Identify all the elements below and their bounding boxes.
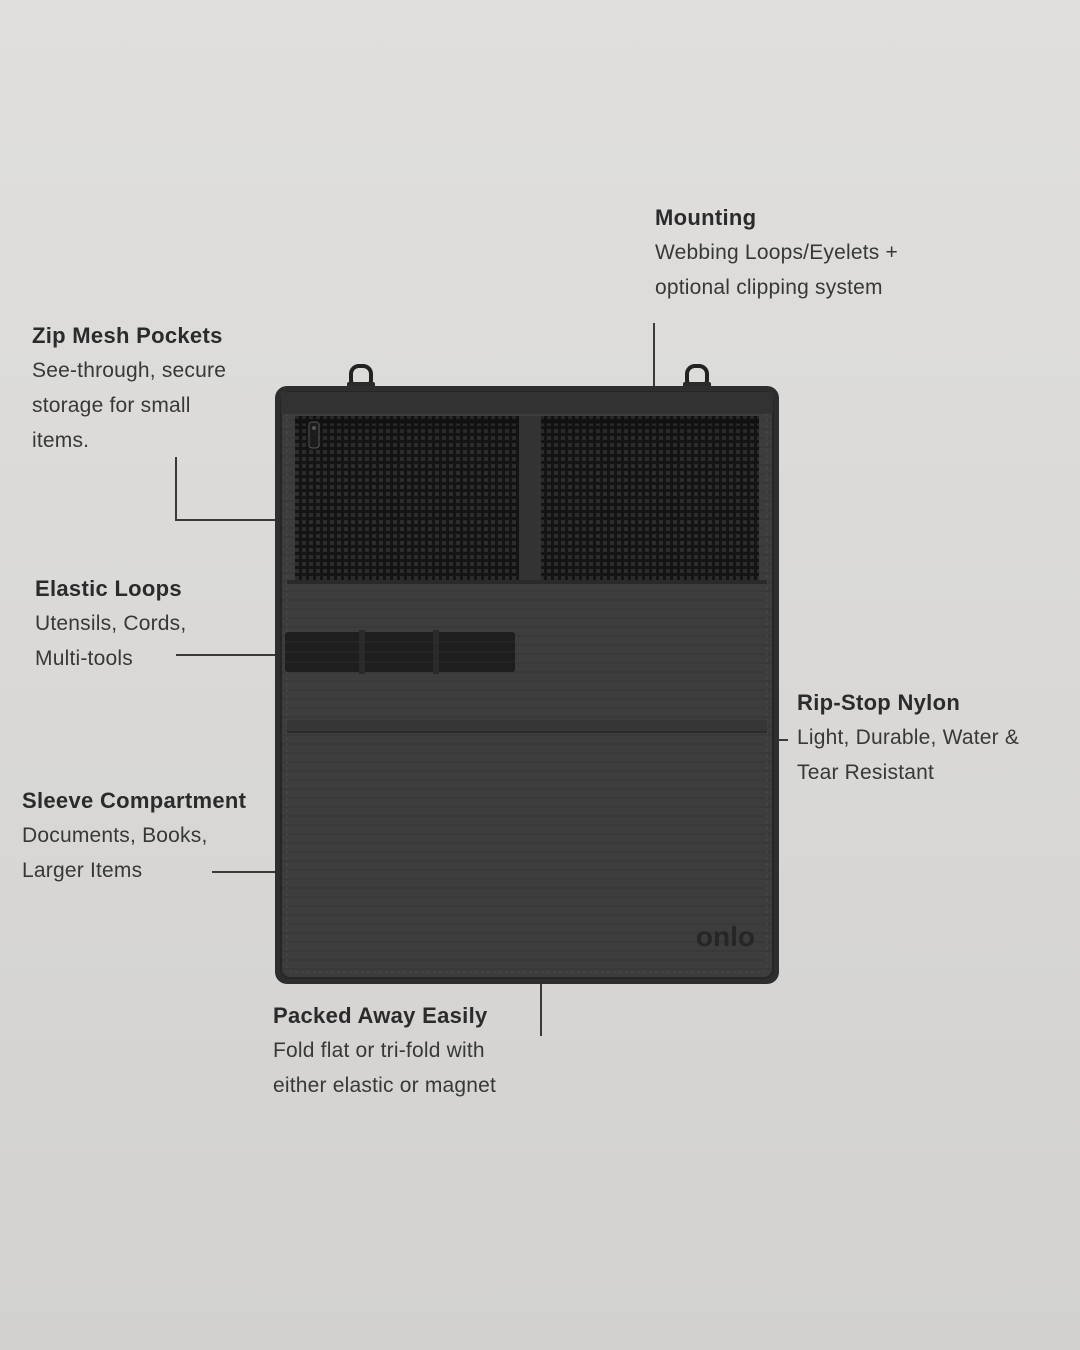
callout-title: Sleeve Compartment	[22, 788, 247, 813]
callout-text: storage for small	[32, 394, 191, 417]
mounting-leader-line	[653, 323, 655, 386]
callout-text: either elastic or magnet	[273, 1074, 497, 1097]
callout-packed-away-easily: Packed Away Easily Fold flat or tri-fold…	[273, 998, 496, 1103]
elastic-loops-leader-line	[176, 654, 330, 656]
callout-text: Utensils, Cords,	[35, 612, 187, 635]
callout-title: Rip-Stop Nylon	[797, 690, 961, 715]
callout-text: See-through, secure	[32, 359, 227, 382]
callout-text: Multi-tools	[35, 647, 133, 670]
zipper-pull-icon	[308, 421, 320, 449]
callout-text: Webbing Loops/Eyelets +	[655, 241, 898, 264]
callout-text: optional clipping system	[655, 276, 883, 299]
rip-stop-leader-line	[779, 739, 788, 741]
callout-text: Tear Resistant	[797, 761, 935, 784]
callout-text: Fold flat or tri-fold with	[273, 1039, 485, 1062]
zip-mesh-leader-horizontal	[175, 519, 330, 521]
brand-logo: onlo	[696, 921, 755, 952]
callout-elastic-loops: Elastic Loops Utensils, Cords, Multi-too…	[35, 571, 186, 676]
callout-title: Packed Away Easily	[273, 1003, 488, 1028]
callout-zip-mesh-pockets: Zip Mesh Pockets See-through, secure sto…	[32, 318, 226, 458]
packed-leader-line	[540, 982, 542, 1036]
elastic-loops-icon	[285, 630, 515, 674]
callout-sleeve-compartment: Sleeve Compartment Documents, Books, Lar…	[22, 783, 246, 888]
callout-text: Documents, Books,	[22, 824, 208, 847]
zip-mesh-leader-vertical	[175, 457, 177, 520]
organizer-product-image: onlo	[273, 358, 780, 988]
callout-text: Light, Durable, Water &	[797, 726, 1020, 749]
callout-text: Larger Items	[22, 859, 143, 882]
callout-title: Zip Mesh Pockets	[32, 323, 223, 348]
callout-text: items.	[32, 429, 90, 452]
callout-title: Mounting	[655, 205, 757, 230]
sleeve-leader-line	[212, 871, 276, 873]
callout-title: Elastic Loops	[35, 576, 182, 601]
callout-rip-stop-nylon: Rip-Stop Nylon Light, Durable, Water & T…	[797, 685, 1019, 790]
callout-mounting: Mounting Webbing Loops/Eyelets + optiona…	[655, 200, 898, 305]
